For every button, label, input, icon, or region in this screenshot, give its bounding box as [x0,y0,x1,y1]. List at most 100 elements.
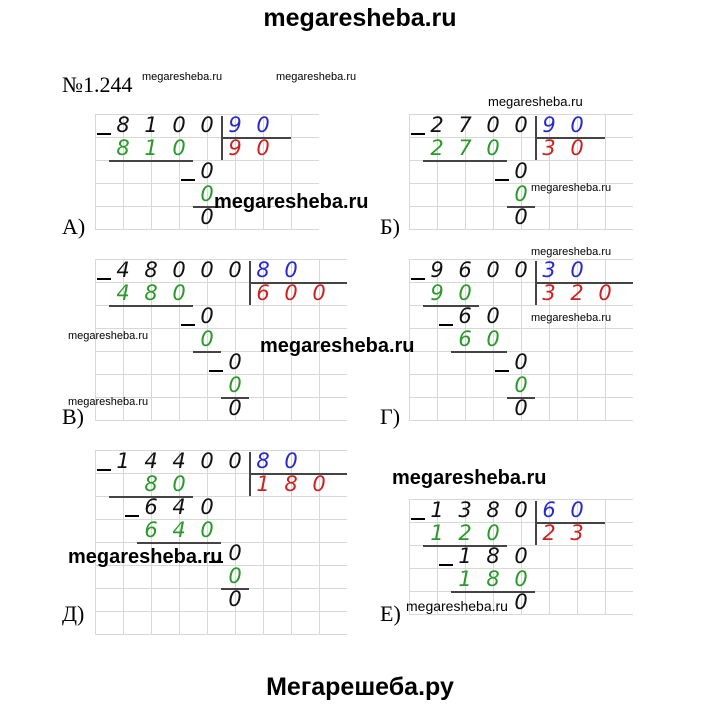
subtrahend-digit: 0 [486,521,500,545]
watermark: megaresheba.ru [488,94,583,109]
subtraction-underline [451,351,507,353]
remainder-digit: 0 [228,350,242,374]
watermark: megaresheba.ru [260,335,415,357]
grid-background [409,499,633,615]
dividend-digit: 0 [228,258,242,282]
problem-label: Е) [380,601,401,626]
remainder-digit: 0 [200,304,214,328]
minus-sign [181,179,195,181]
subtraction-underline [423,305,479,307]
site-title: megaresheba.ru [263,4,457,32]
quotient-digit: 9 [228,136,242,160]
watermark: megaresheba.ru [406,598,508,614]
subtrahend-digit: 0 [458,281,472,305]
subtrahend-digit: 8 [486,567,500,591]
remainder-digit: 0 [200,159,214,183]
subtrahend-digit: 8 [144,281,158,305]
dividend-digit: 0 [228,449,242,473]
subtrahend-digit: 0 [514,567,528,591]
minus-sign [495,370,509,372]
subtraction-underline [109,496,193,498]
remainder-digit: 6 [144,495,158,519]
minus-sign [209,370,223,372]
dividend-digit: 0 [200,113,214,137]
remainder-digit: 0 [200,205,214,229]
divisor-digit: 0 [284,258,298,282]
divisor-digit: 8 [256,449,270,473]
dividend-digit: 1 [430,498,444,522]
subtraction-underline [423,545,507,547]
quotient-digit: 0 [598,281,612,305]
watermark: megaresheba.ru [68,330,149,342]
problem-label: Д) [62,601,85,626]
subtrahend-digit: 4 [116,281,130,305]
quotient-digit: 2 [570,281,584,305]
divisor-digit: 8 [256,258,270,282]
dividend-digit: 0 [172,258,186,282]
subtrahend-digit: 0 [172,136,186,160]
minus-sign [439,564,453,566]
dividend-digit: 4 [116,258,130,282]
subtraction-underline [221,588,249,590]
subtrahend-digit: 7 [458,136,472,160]
remainder-digit: 0 [514,396,528,420]
watermark: megaresheba.ru [531,312,612,324]
subtrahend-digit: 1 [430,521,444,545]
divisor-digit: 0 [570,113,584,137]
remainder-digit: 0 [514,205,528,229]
watermark: megaresheba.ru [68,546,223,568]
division-bar-horizontal [535,137,605,139]
subtrahend-digit: 0 [514,373,528,397]
grid-background [409,259,633,421]
subtrahend-digit: 9 [430,281,444,305]
remainder-digit: 0 [486,304,500,328]
subtrahend-digit: 2 [430,136,444,160]
remainder-digit: 8 [486,544,500,568]
quotient-digit: 0 [570,136,584,160]
subtrahend-digit: 4 [172,518,186,542]
remainder-digit: 0 [228,587,242,611]
remainder-digit: 0 [514,159,528,183]
dividend-digit: 9 [430,258,444,282]
dividend-digit: 4 [144,449,158,473]
division-bar-horizontal [535,522,605,524]
quotient-digit: 0 [256,136,270,160]
minus-sign [411,518,425,520]
watermark: megaresheba.ru [531,246,612,258]
subtrahend-digit: 1 [144,136,158,160]
problem-label: Б) [380,214,400,239]
problem-label: А) [62,214,86,239]
subtraction-underline [507,206,535,208]
divisor-digit: 9 [542,113,556,137]
remainder-digit: 0 [514,590,528,614]
grid-background [95,114,319,230]
subtraction-underline [423,160,507,162]
remainder-digit: 0 [228,541,242,565]
subtrahend-digit: 2 [458,521,472,545]
dividend-digit: 8 [116,113,130,137]
grid-background [95,259,347,421]
dividend-digit: 7 [458,113,472,137]
minus-sign [495,179,509,181]
quotient-digit: 6 [256,281,270,305]
dividend-digit: 0 [514,258,528,282]
dividend-digit: 0 [200,258,214,282]
division-bar-horizontal [249,282,347,284]
subtraction-underline [507,397,535,399]
subtrahend-digit: 0 [200,182,214,206]
dividend-digit: 0 [200,449,214,473]
dividend-digit: 0 [514,498,528,522]
subtrahend-digit: 6 [144,518,158,542]
quotient-digit: 1 [256,472,270,496]
remainder-digit: 6 [458,304,472,328]
dividend-digit: 8 [144,258,158,282]
subtrahend-digit: 6 [458,327,472,351]
quotient-digit: 3 [570,521,584,545]
dividend-digit: 0 [172,113,186,137]
quotient-digit: 0 [312,472,326,496]
minus-sign [411,278,425,280]
divisor-digit: 3 [542,258,556,282]
minus-sign [411,133,425,135]
quotient-digit: 2 [542,521,556,545]
